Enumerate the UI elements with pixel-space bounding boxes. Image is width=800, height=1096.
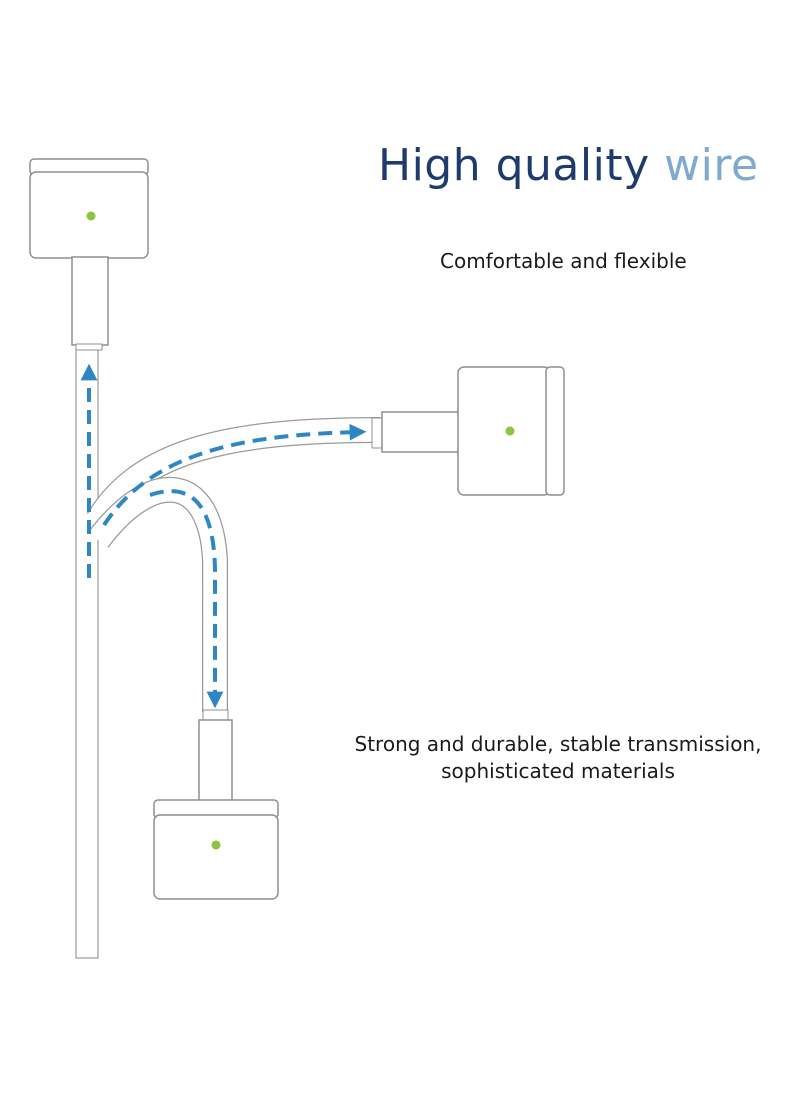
caption-durable-line-1: Strong and durable, stable transmission, (354, 732, 762, 756)
magsafe-connector-icon (371, 366, 565, 496)
branch-cable-upper (86, 417, 381, 527)
led-indicator-icon (505, 426, 515, 436)
magsafe-connector-icon (153, 709, 279, 900)
caption-durable: Strong and durable, stable transmission,… (318, 731, 798, 785)
headline-part-2: wire (664, 140, 759, 191)
dashed-arrow-icon (102, 423, 367, 527)
page-title: High quality wire (378, 140, 778, 191)
branch-cable-lower (87, 476, 228, 712)
headline-part-1: High quality (378, 140, 650, 191)
led-indicator-icon (86, 211, 96, 221)
caption-flexible: Comfortable and flexible (440, 249, 687, 273)
caption-durable-line-2: sophisticated materials (441, 759, 675, 783)
magsafe-connector-icon (29, 158, 149, 351)
dashed-arrow-icon (149, 489, 224, 709)
led-indicator-icon (211, 840, 221, 850)
